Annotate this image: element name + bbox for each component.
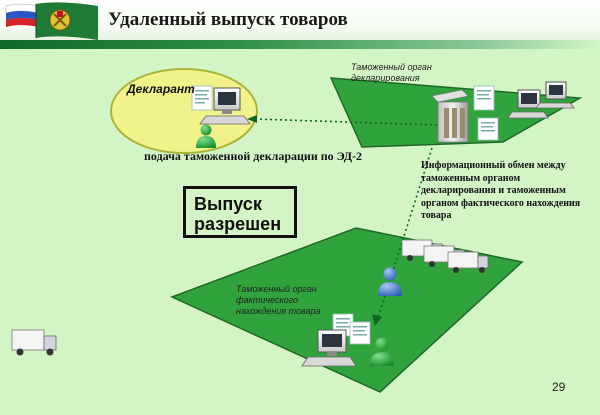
info-exchange-text: Информационный обмен между таможенным ор… — [421, 160, 581, 221]
release-status-line1: Выпуск — [194, 194, 262, 214]
arriving-truck-icon — [11, 329, 57, 356]
connector-arrowhead-left — [247, 115, 257, 123]
inspector-person-icon — [378, 267, 402, 296]
customs-logo — [5, 2, 98, 40]
declarant-document-icon — [191, 85, 213, 111]
declarant-label: Декларант — [127, 82, 195, 96]
physical-office-person-icon — [370, 337, 394, 366]
customs-emblem-icon — [49, 9, 71, 31]
release-status-box: Выпуск разрешен — [183, 186, 297, 238]
office-computer-icon-2 — [535, 81, 575, 109]
truck-icon-3 — [447, 251, 489, 273]
header-band — [0, 40, 600, 49]
physical-office-label: Таможенный орган фактического нахождения… — [236, 284, 321, 316]
office-document-icon-2 — [477, 117, 499, 141]
header-bar — [0, 0, 600, 40]
russian-flag-icon — [5, 3, 39, 27]
declarant-to-office-connector — [254, 118, 439, 126]
release-status-line2: разрешен — [194, 214, 282, 234]
declaration-office-label: Таможенный орган декларирования — [351, 62, 432, 83]
physical-office-document-icon-2 — [349, 321, 371, 345]
server-rack-icon — [431, 89, 469, 143]
declaration-submission-text: подача таможенной декларации по ЭД-2 — [144, 149, 363, 163]
declarant-person-icon — [196, 124, 216, 148]
declarant-computer-icon — [199, 87, 251, 125]
office-document-icon-1 — [473, 85, 495, 111]
connector-arrowhead-down — [372, 314, 382, 326]
page-number: 29 — [552, 380, 566, 394]
physical-office-computer-icon — [301, 329, 357, 367]
office-computer-icon-1 — [507, 89, 549, 119]
page-title: Удаленный выпуск товаров — [108, 9, 348, 30]
